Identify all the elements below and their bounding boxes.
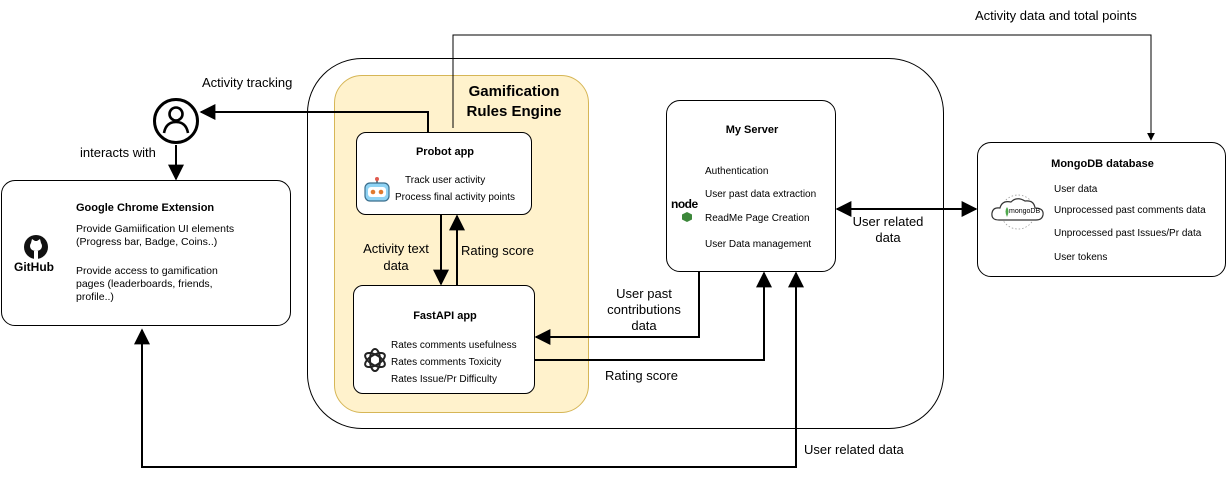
fastapi-item: Rates comments usefulness — [391, 340, 517, 351]
fastapi-item: Rates comments Toxicity — [391, 357, 502, 368]
user-related-data-right-label: User related data — [852, 214, 924, 245]
user-past-contributions-label: User past contributions data — [607, 286, 681, 333]
github-icon — [23, 234, 49, 265]
github-logo-text: GitHub — [14, 260, 54, 274]
probot-item: Process final activity points — [395, 192, 516, 203]
my-server-box: My Server node Authentication User past … — [666, 100, 836, 272]
activity-text-label: Activity text data — [363, 241, 429, 273]
mongodb-box: MongoDB database mongoDB User data Unpro… — [977, 142, 1226, 277]
probot-item: Track user activity — [405, 175, 486, 186]
mongodb-logo-text: mongoDB — [1009, 208, 1041, 215]
mongodb-item: User tokens — [1054, 252, 1108, 263]
server-item: Authentication — [705, 166, 769, 177]
mongodb-item: User data — [1054, 184, 1098, 195]
node-hexagon-icon — [682, 209, 692, 227]
activity-tracking-arrow — [199, 104, 429, 132]
activity-data-points-arrow — [452, 34, 1155, 141]
mongodb-item: Unprocessed past comments data — [1054, 205, 1206, 216]
activity-tracking-label: Activity tracking — [202, 75, 293, 90]
rating-score-up-label: Rating score — [461, 243, 534, 258]
chrome-extension-title: Google Chrome Extension — [76, 202, 215, 214]
robot-icon — [363, 177, 391, 208]
chrome-extension-para: Provide Gamiification UI elements (Progr… — [76, 223, 235, 248]
user-related-data-bottom-arrow — [134, 271, 804, 468]
user-icon — [152, 97, 200, 150]
server-item: User Data management — [705, 239, 812, 250]
mongodb-item: Unprocessed past Issues/Pr data — [1054, 228, 1202, 239]
user-related-data-bottom-label: User related data — [804, 442, 904, 457]
node-icon: node — [671, 197, 698, 211]
interacts-with-label: interacts with — [80, 145, 156, 160]
activity-data-points-label: Activity data and total points — [975, 8, 1137, 23]
server-item: User past data extraction — [705, 189, 817, 200]
mongodb-title: MongoDB database — [1051, 158, 1154, 170]
system-container — [307, 58, 944, 429]
my-server-title: My Server — [725, 124, 779, 136]
server-item: ReadMe Page Creation — [705, 213, 810, 224]
probot-app-box: Probot app Track user activity Process f… — [356, 132, 532, 215]
openai-icon — [361, 346, 389, 379]
rating-score-bottom-label: Rating score — [605, 368, 678, 383]
probot-app-title: Probot app — [415, 146, 475, 158]
rules-engine-title: Gamification Rules Engine — [466, 83, 562, 120]
mongodb-cloud-icon: mongoDB — [987, 194, 1049, 235]
fastapi-item: Rates Issue/Pr Difficulty — [391, 374, 497, 385]
